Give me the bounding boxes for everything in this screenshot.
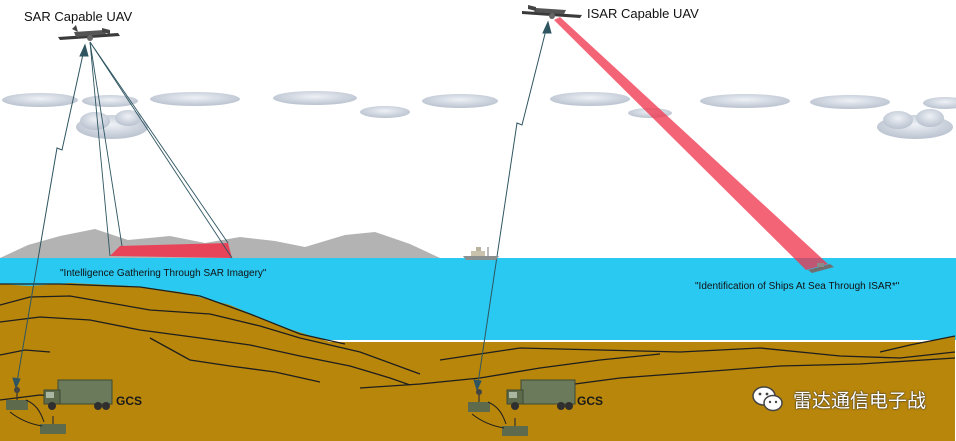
antenna-left-icon	[6, 387, 28, 410]
watermark: 雷达通信电子战	[751, 384, 926, 414]
gcs-vehicle-left-icon	[43, 379, 113, 410]
gcs-cables-left	[9, 399, 45, 427]
isar-beam	[554, 17, 828, 270]
cloud-right	[877, 109, 953, 139]
sar-footprint	[110, 243, 232, 258]
gcs-left-label: GCS	[116, 394, 143, 408]
isar-caption: "Identification of Ships At Sea Through …	[695, 281, 900, 292]
sar-uav-label: SAR Capable UAV	[24, 9, 133, 24]
sar-uav-icon	[58, 25, 120, 41]
sar-caption: "Intelligence Gathering Through SAR Imag…	[60, 268, 267, 279]
isar-uav-icon	[522, 5, 582, 19]
watermark-text: 雷达通信电子战	[792, 389, 926, 412]
ground-seabed-right	[330, 336, 955, 441]
terrain-lines	[0, 283, 956, 403]
sky	[0, 0, 956, 258]
gcs-vehicle-right-icon	[506, 379, 576, 410]
ship-icon	[463, 247, 499, 260]
isar-uav-label: ISAR Capable UAV	[587, 6, 699, 21]
antenna-right-icon	[468, 389, 490, 412]
target-ship-icon	[808, 263, 834, 273]
cloud-band	[2, 91, 956, 118]
gcs-right-label: GCS	[577, 394, 604, 408]
wechat-icon	[752, 386, 783, 412]
datalink-sar	[12, 43, 89, 390]
cloud-left	[76, 110, 148, 139]
sar-beam-lines	[89, 41, 233, 259]
antenna-left-2-icon	[40, 416, 66, 434]
antenna-right-2-icon	[502, 418, 528, 436]
gcs-cables-right	[471, 401, 507, 429]
